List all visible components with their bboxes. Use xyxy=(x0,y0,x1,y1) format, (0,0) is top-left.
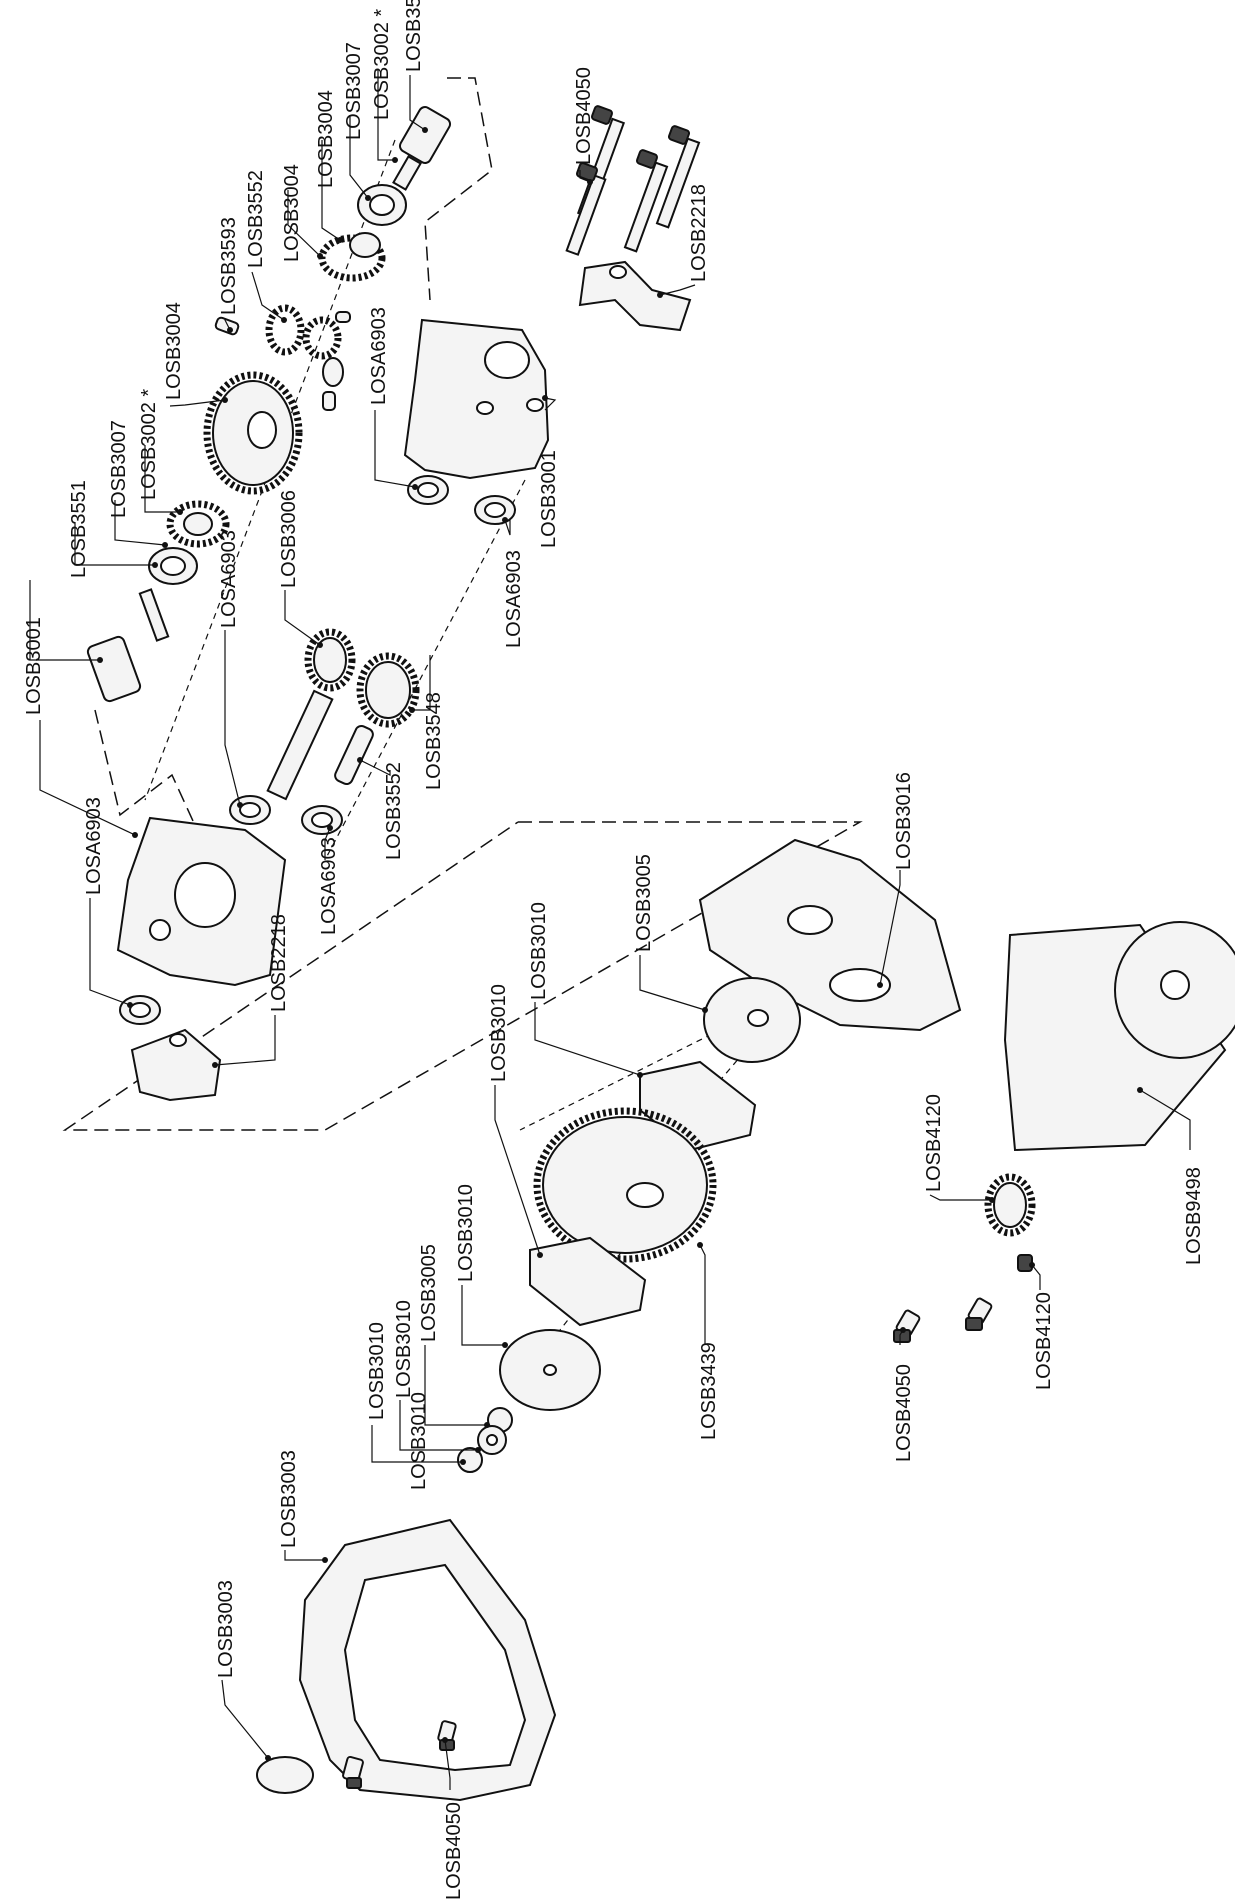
screws-losb4050-motor xyxy=(893,1297,993,1343)
bearing-losb3007-bottom xyxy=(148,547,198,585)
top-shaft-losb3006 xyxy=(266,628,356,801)
label-losb3016: LOSB3016 xyxy=(893,772,915,870)
motor-losb9498 xyxy=(1003,921,1235,1152)
gearbox-case-losb3001-right xyxy=(403,318,550,480)
diff-pinion-gears xyxy=(214,304,351,411)
diff-bevel-gear-losb3004-bottom xyxy=(166,500,230,548)
label-losa6903-d: LOSA6903 xyxy=(83,797,105,895)
label-losb3593: LOSB3593 xyxy=(218,217,240,315)
label-losb3001-right: LOSB3001 xyxy=(538,450,560,548)
label-losb3004-mid: LOSB3004 xyxy=(281,164,303,262)
label-losb3004-top: LOSB3004 xyxy=(315,90,337,188)
access-cap-losb3003 xyxy=(256,1756,314,1794)
bearing-losa6903-1 xyxy=(407,475,449,505)
label-losb2218-bottom: LOSB2218 xyxy=(268,914,290,1012)
label-losb3010-e: LOSB3010 xyxy=(366,1322,388,1420)
label-losb4120-setscrew: LOSB4120 xyxy=(1033,1292,1055,1390)
pinion-gear-losb4120 xyxy=(984,1173,1036,1237)
label-losb4050-top: LOSB4050 xyxy=(573,67,595,165)
label-losb3002-top: LOSB3002 * xyxy=(371,9,393,120)
leader-lines xyxy=(29,70,1191,1790)
label-losa6903-e: LOSA6903 xyxy=(318,837,340,935)
label-losb3010-d: LOSB3010 xyxy=(393,1300,415,1398)
label-losb3010-c: LOSB3010 xyxy=(455,1184,477,1282)
label-losb4050-motor: LOSB4050 xyxy=(893,1364,915,1462)
label-losb3002-bottom: LOSB3002 * xyxy=(138,389,160,500)
label-losb3552-bottom: LOSB3552 xyxy=(383,762,405,860)
label-losb3552-top: LOSB3552 xyxy=(245,170,267,268)
label-losb3001-left: LOSB3001 xyxy=(23,617,45,715)
label-losb3007-top: LOSB3007 xyxy=(343,42,365,140)
slipper-plate-losb3005-bottom xyxy=(499,1329,601,1411)
bearing-losa6903-5 xyxy=(119,995,161,1025)
label-losb9498: LOSB9498 xyxy=(1183,1167,1205,1265)
label-losb3010-f: LOSB3010 xyxy=(408,1392,430,1490)
part-labels: LOSB3551 LOSB3002 * LOSB3007 LOSB3004 LO… xyxy=(23,0,1205,1900)
assembly-guide-lines xyxy=(62,77,863,1331)
label-losb4120-pinion: LOSB4120 xyxy=(923,1094,945,1192)
idler-gear-losb3548 xyxy=(356,652,420,728)
label-losa6903-b: LOSA6903 xyxy=(218,530,240,628)
slipper-plate-losb3005-top xyxy=(703,977,801,1063)
gearbox-case-losb3001-left xyxy=(116,816,287,987)
label-losb3005-bottom: LOSB3005 xyxy=(418,1244,440,1342)
bearing-losa6903-2 xyxy=(474,495,516,525)
label-losb3007-bottom: LOSB3007 xyxy=(108,420,130,518)
diff-bevel-gear-losb3004-top xyxy=(318,232,386,282)
outdrive-losb3551-bottom xyxy=(86,588,170,703)
label-losb2218-top: LOSB2218 xyxy=(688,184,710,282)
bearing-losa6903-3 xyxy=(229,795,271,825)
mount-losb2218-bottom xyxy=(130,1028,222,1102)
spur-gear-losb3439 xyxy=(533,1107,717,1263)
bearing-losb3007-top xyxy=(357,184,407,226)
label-losb3003-cap: LOSB3003 xyxy=(215,1580,237,1678)
label-losa6903-a: LOSA6903 xyxy=(368,307,390,405)
label-losb3551-bottom: LOSB3551 xyxy=(68,480,90,578)
outdrive-losb3551-top xyxy=(392,106,452,191)
label-losb3006: LOSB3006 xyxy=(278,490,300,588)
spur-gear-losb3593 xyxy=(203,371,303,495)
bearing-losa6903-4 xyxy=(301,805,343,835)
label-losb3010-a: LOSB3010 xyxy=(528,902,550,1000)
label-losb3003-cover: LOSB3003 xyxy=(278,1450,300,1548)
spur-cover-losb3003 xyxy=(298,1518,557,1802)
slipper-spring-stack xyxy=(457,1407,513,1473)
label-losb3551-top: LOSB3551 xyxy=(403,0,425,72)
label-losb3010-b: LOSB3010 xyxy=(488,984,510,1082)
label-losb3004-bottom: LOSB3004 xyxy=(163,302,185,400)
label-losb3439: LOSB3439 xyxy=(698,1342,720,1440)
slipper-pad-losb3010-bottom xyxy=(529,1236,647,1327)
label-losb3548: LOSB3548 xyxy=(423,692,445,790)
label-losa6903-c: LOSA6903 xyxy=(503,550,525,648)
mount-losb2218-top xyxy=(578,260,692,332)
screws-losb4050-top xyxy=(565,105,701,256)
label-losb4050-cover: LOSB4050 xyxy=(443,1802,465,1900)
label-losb3005-top: LOSB3005 xyxy=(633,854,655,952)
